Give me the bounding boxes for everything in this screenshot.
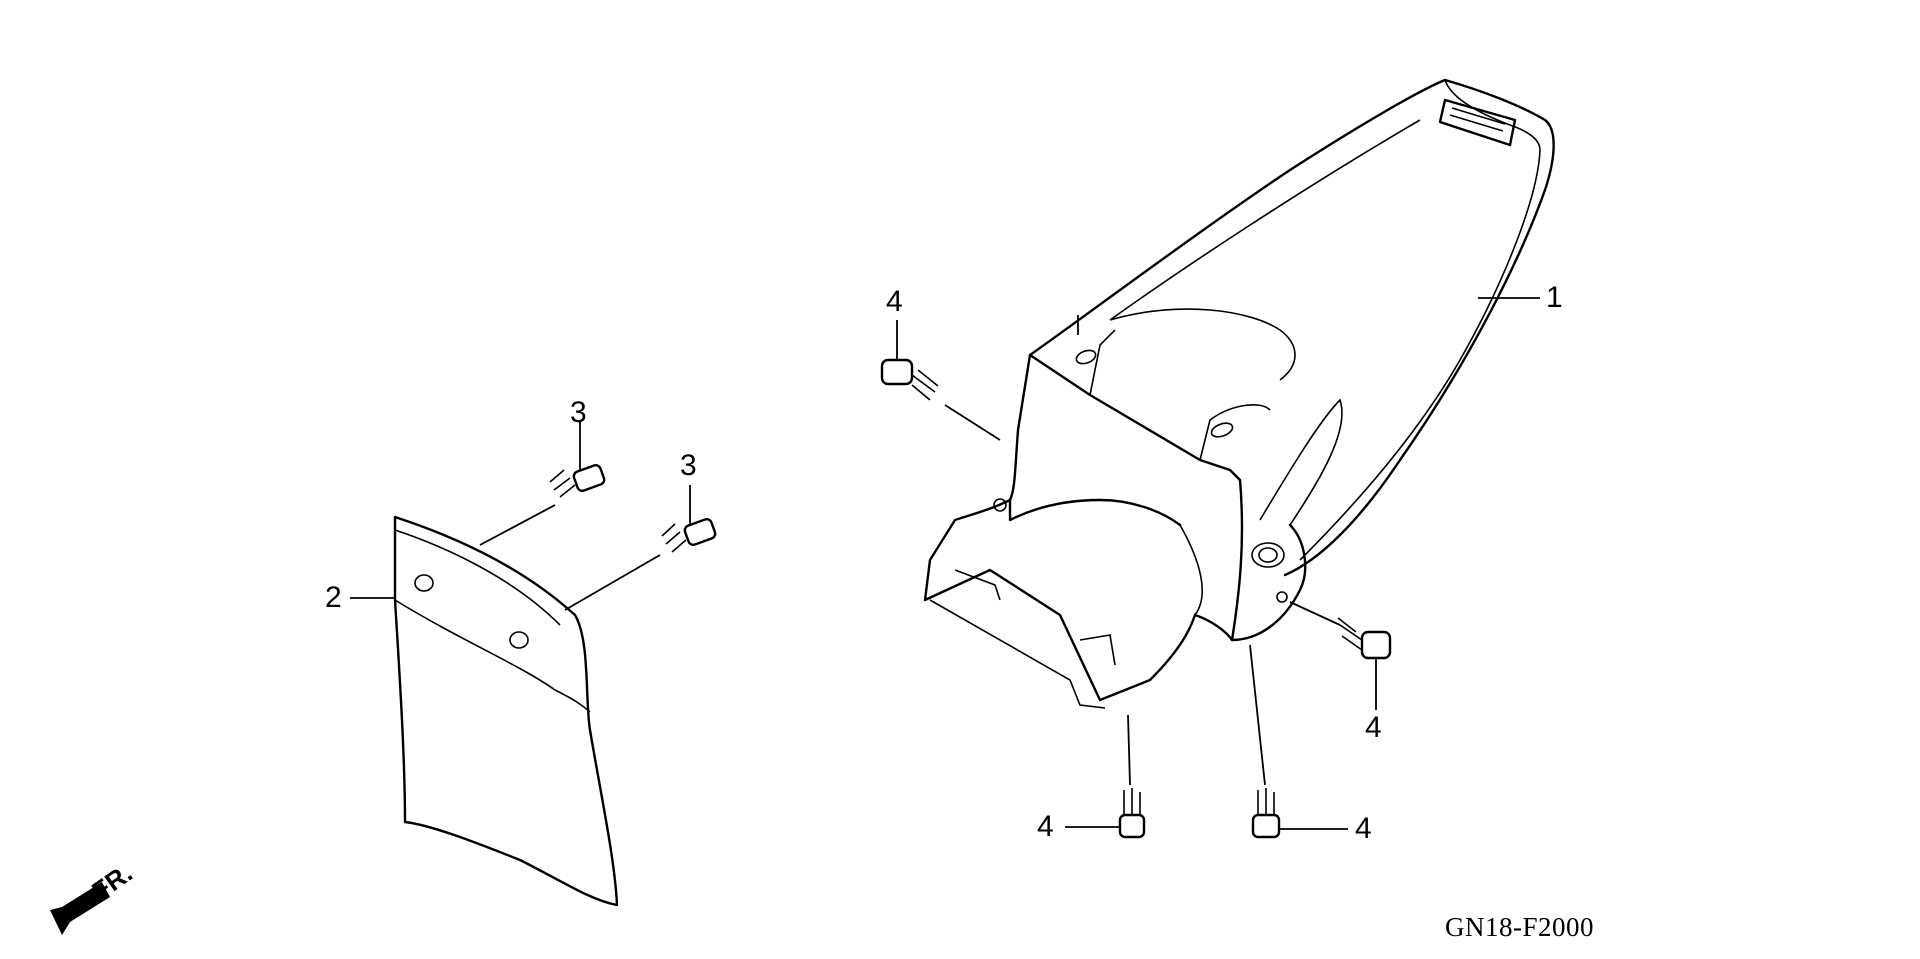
callout-part-3a: 3 <box>570 396 587 429</box>
leader-4a-dash <box>944 404 1001 441</box>
bolt-4a <box>880 358 939 401</box>
callout-part-1: 1 <box>1546 281 1563 314</box>
callout-part-4b: 4 <box>1365 711 1382 744</box>
leader-4d-dash <box>1249 644 1266 786</box>
callout-part-3b: 3 <box>680 449 697 482</box>
rear-fender <box>923 78 1555 709</box>
bolt-3b <box>661 518 717 553</box>
leader-4b-dash <box>1289 601 1341 626</box>
callout-part-4a: 4 <box>886 285 903 318</box>
front-direction-arrow-icon <box>50 882 110 935</box>
callout-part-4d: 4 <box>1355 812 1372 845</box>
bolt-4b <box>1337 617 1392 660</box>
diagram-code: GN18-F2000 <box>1445 912 1595 942</box>
leader-3a-dash <box>479 504 556 546</box>
mud-guard <box>393 515 619 907</box>
bolt-4c <box>1118 788 1146 839</box>
callout-part-4c: 4 <box>1037 810 1054 843</box>
callout-part-2: 2 <box>325 581 342 614</box>
bolt-4d <box>1251 788 1281 839</box>
leader-3b-dash <box>564 554 661 611</box>
leader-4c-dash <box>1127 714 1131 786</box>
bolt-3a <box>549 464 606 498</box>
